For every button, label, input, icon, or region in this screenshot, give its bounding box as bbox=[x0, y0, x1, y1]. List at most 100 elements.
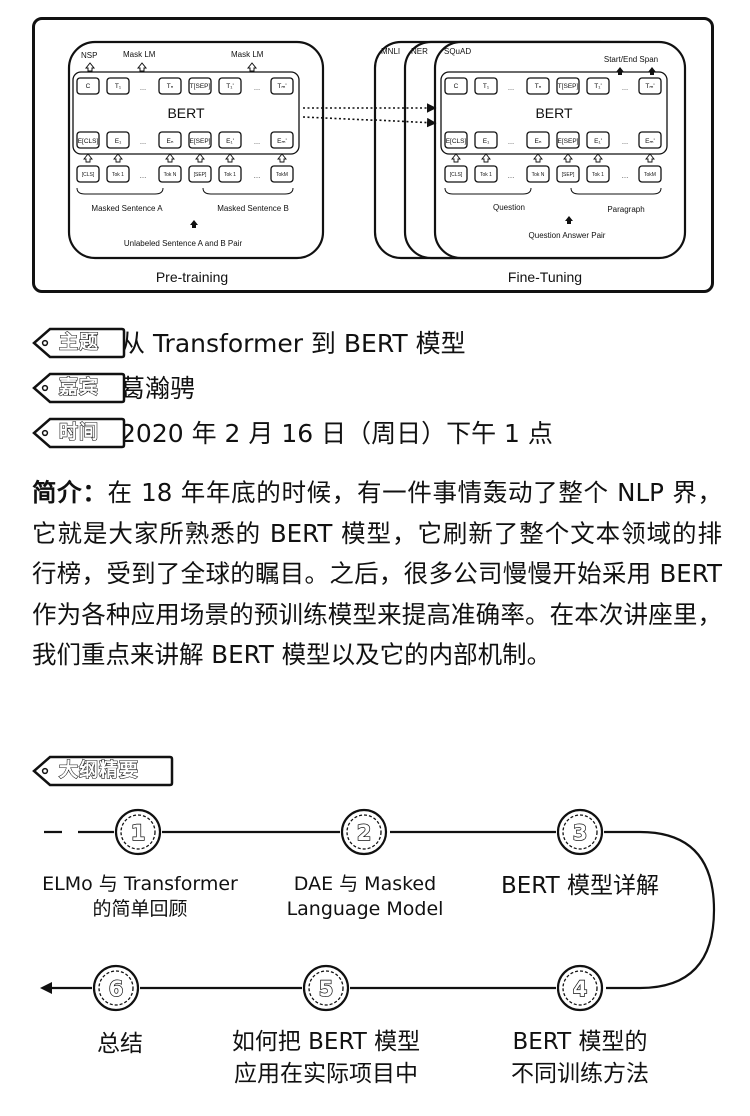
svg-text:Tok N: Tok N bbox=[532, 172, 545, 178]
svg-text:Tok 1: Tok 1 bbox=[592, 172, 604, 178]
tag-shape-icon bbox=[32, 755, 174, 787]
svg-text:…: … bbox=[508, 85, 515, 92]
guest-value: 葛瀚骋 bbox=[120, 374, 196, 403]
pretrain-seg-a: Masked Sentence A bbox=[91, 204, 163, 213]
svg-text:E[CLS]: E[CLS] bbox=[78, 138, 99, 145]
step-4-label: BERT 模型的 不同训练方法 bbox=[470, 1026, 690, 1090]
step-3-line1: BERT 模型详解 bbox=[501, 873, 659, 899]
svg-text:T₁: T₁ bbox=[115, 83, 122, 90]
svg-text:Tₘ': Tₘ' bbox=[645, 83, 654, 90]
step-5-label: 如何把 BERT 模型 应用在实际项目中 bbox=[206, 1026, 446, 1090]
step-6-line1: 总结 bbox=[97, 1031, 143, 1057]
topic-tag-label: 主题 bbox=[58, 330, 100, 353]
topic-value: 从 Transformer 到 BERT 模型 bbox=[120, 329, 466, 358]
svg-text:E[SEP]: E[SEP] bbox=[558, 138, 579, 145]
finetune-bert-title: BERT bbox=[535, 105, 573, 121]
svg-text:T₁': T₁' bbox=[594, 83, 601, 90]
svg-text:C: C bbox=[454, 83, 459, 90]
svg-text:T[SEP]: T[SEP] bbox=[558, 83, 579, 90]
pretrain-bert-title: BERT bbox=[167, 105, 205, 121]
task-squad: SQuAD bbox=[444, 47, 471, 56]
step-5-number: 5 bbox=[319, 977, 334, 1001]
pretrain-seg-b: Masked Sentence B bbox=[217, 204, 289, 213]
svg-text:Tₘ': Tₘ' bbox=[277, 83, 286, 90]
step-4-line2: 不同训练方法 bbox=[511, 1061, 649, 1087]
svg-text:Eₙ: Eₙ bbox=[167, 138, 174, 145]
svg-text:E₁: E₁ bbox=[115, 138, 122, 145]
outline-tag-label: 大纲精要 bbox=[58, 758, 140, 781]
svg-text:Tok 1: Tok 1 bbox=[112, 172, 124, 178]
step-5-line2: 应用在实际项目中 bbox=[234, 1061, 418, 1087]
svg-text:Tₙ: Tₙ bbox=[167, 83, 174, 90]
step-4-line1: BERT 模型的 bbox=[512, 1029, 648, 1055]
task-mnli: MNLI bbox=[381, 47, 400, 56]
time-value: 2020 年 2 月 16 日（周日）下午 1 点 bbox=[120, 419, 553, 448]
svg-text:E[CLS]: E[CLS] bbox=[446, 138, 467, 145]
svg-text:…: … bbox=[140, 173, 147, 180]
bert-figure: NSP Mask LM Mask LM C T₁ … Tₙ T[SEP] T₁' bbox=[32, 17, 714, 293]
step-6-number: 6 bbox=[109, 977, 124, 1001]
svg-text:…: … bbox=[622, 173, 629, 180]
finetune-panel bbox=[433, 40, 687, 260]
intro-label: 简介： bbox=[32, 478, 108, 507]
outline-tag-wrap: 大纲精要 bbox=[32, 755, 174, 787]
pretrain-head-masklm-2: Mask LM bbox=[231, 50, 264, 59]
svg-text:…: … bbox=[140, 85, 147, 92]
step-2-label: DAE 与 Masked Language Model bbox=[260, 872, 470, 922]
flow-path: 1 2 3 4 5 6 bbox=[40, 808, 716, 1012]
topic-tag: 主题 bbox=[32, 327, 126, 359]
svg-text:…: … bbox=[622, 85, 629, 92]
finetune-seg-a: Question bbox=[493, 203, 525, 212]
svg-text:[SEP]: [SEP] bbox=[562, 172, 575, 178]
svg-text:T₁': T₁' bbox=[226, 83, 233, 90]
svg-text:…: … bbox=[508, 139, 515, 146]
guest-tag: 嘉宾 bbox=[32, 372, 126, 404]
pretrain-pair: Unlabeled Sentence A and B Pair bbox=[124, 239, 243, 248]
finetune-span: Start/End Span bbox=[604, 55, 658, 64]
svg-text:…: … bbox=[254, 139, 261, 146]
svg-text:[CLS]: [CLS] bbox=[82, 172, 95, 178]
svg-text:[SEP]: [SEP] bbox=[194, 172, 207, 178]
task-ner: NER bbox=[411, 47, 428, 56]
svg-text:E[SEP]: E[SEP] bbox=[190, 138, 211, 145]
finetune-seg-b: Paragraph bbox=[607, 205, 644, 214]
outline-tag: 大纲精要 bbox=[32, 755, 174, 787]
svg-text:E₁: E₁ bbox=[483, 138, 490, 145]
svg-text:Tₙ: Tₙ bbox=[535, 83, 542, 90]
step-3-number: 3 bbox=[573, 821, 588, 845]
intro-paragraph: 简介：在 18 年年底的时候，有一件事情轰动了整个 NLP 界，它就是大家所熟悉… bbox=[32, 473, 722, 676]
time-tag-label: 时间 bbox=[58, 420, 100, 443]
svg-text:…: … bbox=[140, 139, 147, 146]
tag-shape-icon bbox=[32, 372, 126, 404]
pretrain-head-masklm-1: Mask LM bbox=[123, 50, 156, 59]
svg-text:TokM: TokM bbox=[276, 172, 288, 178]
svg-text:…: … bbox=[254, 85, 261, 92]
intro-text: 在 18 年年底的时候，有一件事情轰动了整个 NLP 界，它就是大家所熟悉的 B… bbox=[32, 478, 723, 670]
svg-text:Eₙ: Eₙ bbox=[535, 138, 542, 145]
svg-text:TokM: TokM bbox=[644, 172, 656, 178]
svg-text:T₁: T₁ bbox=[483, 83, 490, 90]
pretrain-panel bbox=[67, 40, 325, 260]
step-2-line2: Language Model bbox=[286, 898, 444, 920]
svg-text:C: C bbox=[86, 83, 91, 90]
step-1-line1: ELMo 与 Transformer bbox=[42, 873, 238, 895]
flow-end-arrow-icon bbox=[40, 982, 52, 994]
svg-text:T[SEP]: T[SEP] bbox=[190, 83, 211, 90]
pretrain-head-nsp: NSP bbox=[81, 51, 97, 60]
step-5-line1: 如何把 BERT 模型 bbox=[231, 1029, 421, 1055]
bert-diagram: NSP Mask LM Mask LM C T₁ … Tₙ T[SEP] T₁' bbox=[67, 40, 687, 285]
pretrain-caption: Pre-training bbox=[156, 269, 228, 285]
time-row: 时间 2020 年 2 月 16 日（周日）下午 1 点 bbox=[32, 412, 553, 452]
step-6-label: 总结 bbox=[60, 1028, 180, 1060]
svg-text:Tok N: Tok N bbox=[164, 172, 177, 178]
step-1-number: 1 bbox=[131, 821, 146, 845]
time-tag: 时间 bbox=[32, 417, 126, 449]
svg-text:E₁': E₁' bbox=[226, 138, 234, 145]
svg-text:…: … bbox=[254, 173, 261, 180]
svg-text:Tok 1: Tok 1 bbox=[480, 172, 492, 178]
finetune-pair: Question Answer Pair bbox=[529, 231, 606, 240]
svg-text:E₁': E₁' bbox=[594, 138, 602, 145]
step-2-number: 2 bbox=[357, 821, 372, 845]
step-1-label: ELMo 与 Transformer 的简单回顾 bbox=[30, 872, 250, 922]
